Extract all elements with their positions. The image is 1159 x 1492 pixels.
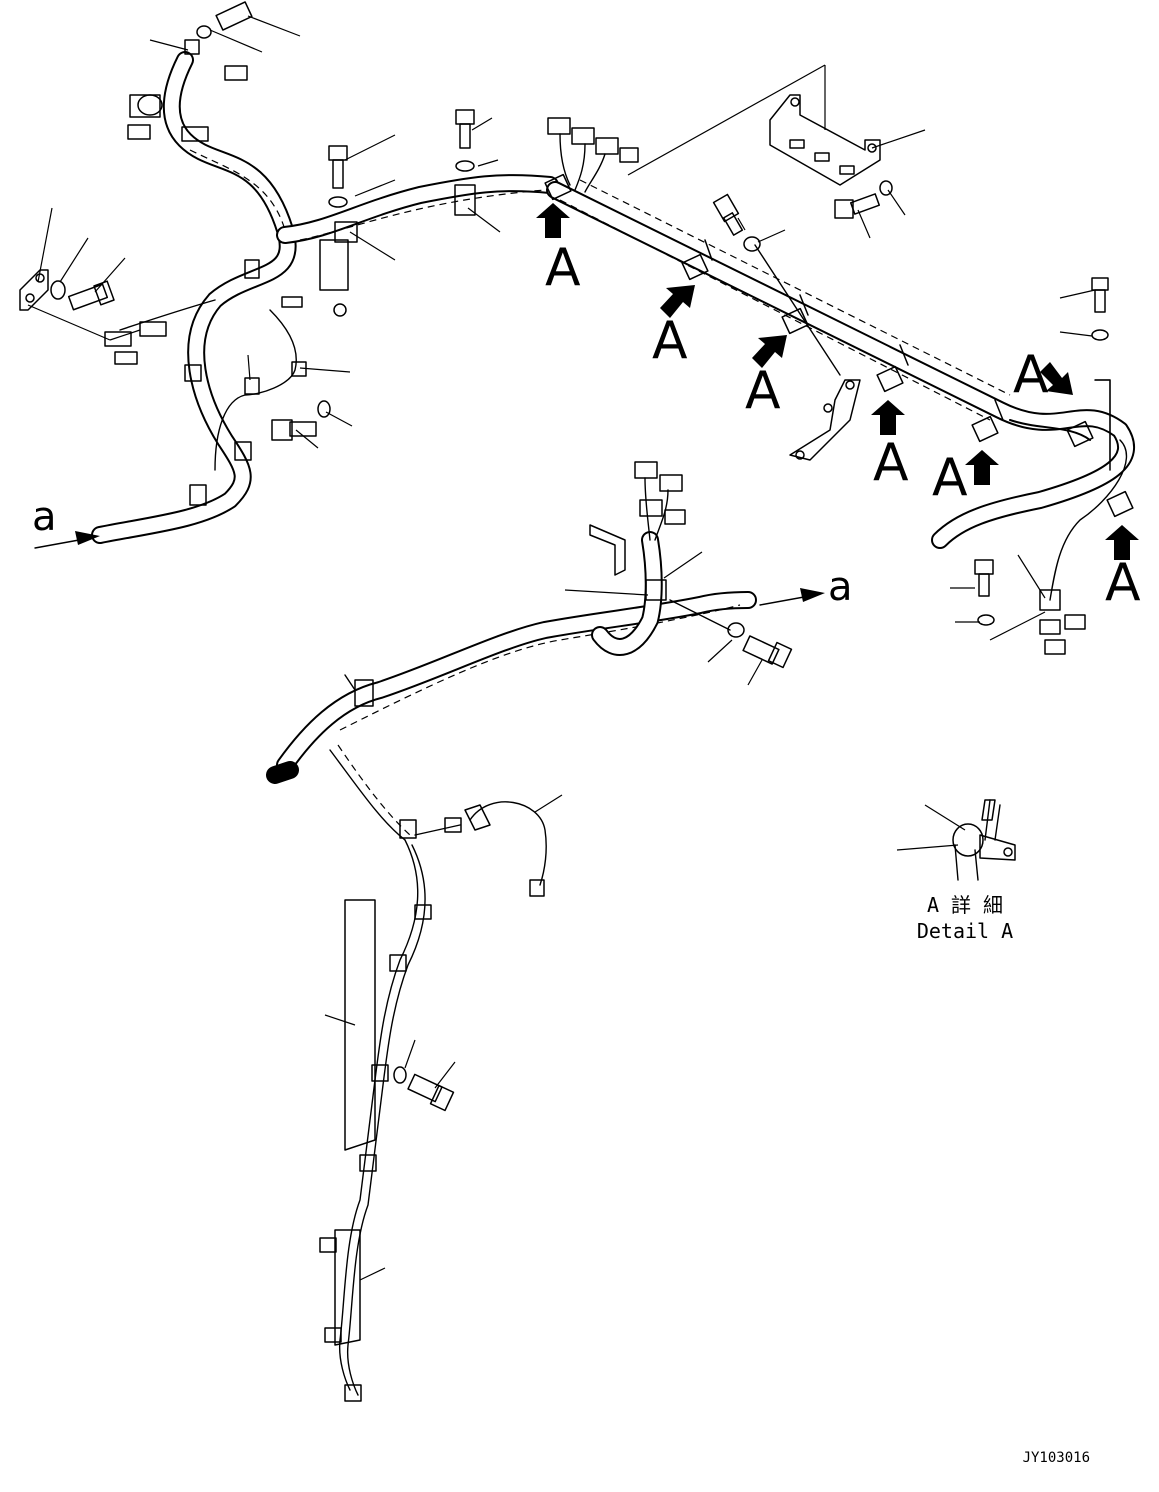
callout-arrows: A A A A A A A	[536, 203, 1141, 613]
bolt-icon	[742, 635, 793, 669]
arrow-right-icon	[800, 588, 825, 602]
callout-a-1: A	[536, 203, 581, 298]
callout-letter-a: A	[873, 433, 909, 493]
arrow-up-icon	[536, 203, 570, 238]
arrow-up-icon	[1105, 525, 1139, 560]
main-right-harness	[544, 64, 1135, 655]
arrow-right-icon	[75, 531, 100, 545]
callout-letter-a: A	[545, 238, 581, 298]
center-harness	[266, 461, 793, 1402]
arrow-up-icon	[965, 450, 999, 485]
bolt-icon	[215, 1, 253, 31]
bolt-icon	[407, 1073, 455, 1112]
washer-icon	[50, 280, 66, 300]
washer-icon	[1091, 329, 1109, 341]
callout-a-6: A	[1013, 345, 1073, 405]
callout-a-3: A	[745, 335, 787, 421]
arrow-down-right-icon	[1040, 362, 1073, 395]
bolt-icon	[328, 145, 348, 189]
callout-letter-a: A	[652, 311, 688, 371]
washer-icon	[317, 400, 331, 418]
arrow-up-icon	[871, 400, 905, 435]
bolt-icon	[271, 419, 317, 441]
detail-caption-en: Detail A	[917, 919, 1013, 943]
callout-a-7: A	[1105, 525, 1141, 613]
section-arrow-left: a	[32, 494, 100, 549]
detail-caption-jp: A 詳 細	[927, 893, 1003, 917]
arrow-up-right-icon	[752, 335, 787, 368]
bolt-icon	[974, 559, 994, 597]
bolt-icon	[67, 280, 115, 311]
upper-left-harness	[19, 1, 559, 544]
washer-icon	[196, 25, 212, 39]
section-arrows: a a	[32, 494, 853, 610]
section-letter-a: a	[828, 564, 853, 610]
callout-letter-a: A	[745, 361, 781, 421]
callout-a-5: A	[932, 448, 999, 508]
drawing-code: JY103016	[1023, 1450, 1090, 1466]
washer-icon	[727, 622, 745, 638]
callout-a-2: A	[652, 285, 695, 371]
bolt-icon	[712, 193, 744, 236]
callout-letter-a: A	[1013, 345, 1049, 405]
section-arrow-right: a	[759, 564, 853, 610]
bolt-icon	[1091, 277, 1109, 313]
section-letter-a: a	[32, 494, 57, 540]
arrow-up-right-icon	[660, 285, 695, 318]
bolt-icon	[455, 109, 475, 149]
callout-a-4: A	[871, 400, 909, 493]
washer-icon	[393, 1066, 407, 1084]
washer-icon	[743, 236, 761, 252]
washer-icon	[455, 160, 475, 172]
callout-letter-a: A	[1105, 553, 1141, 613]
washer-icon	[328, 196, 348, 208]
bolt-icon	[834, 193, 881, 219]
callout-letter-a: A	[932, 448, 968, 508]
detail-a: A 詳 細 Detail A	[896, 799, 1016, 943]
washer-icon	[879, 180, 893, 196]
washer-icon	[977, 614, 995, 626]
